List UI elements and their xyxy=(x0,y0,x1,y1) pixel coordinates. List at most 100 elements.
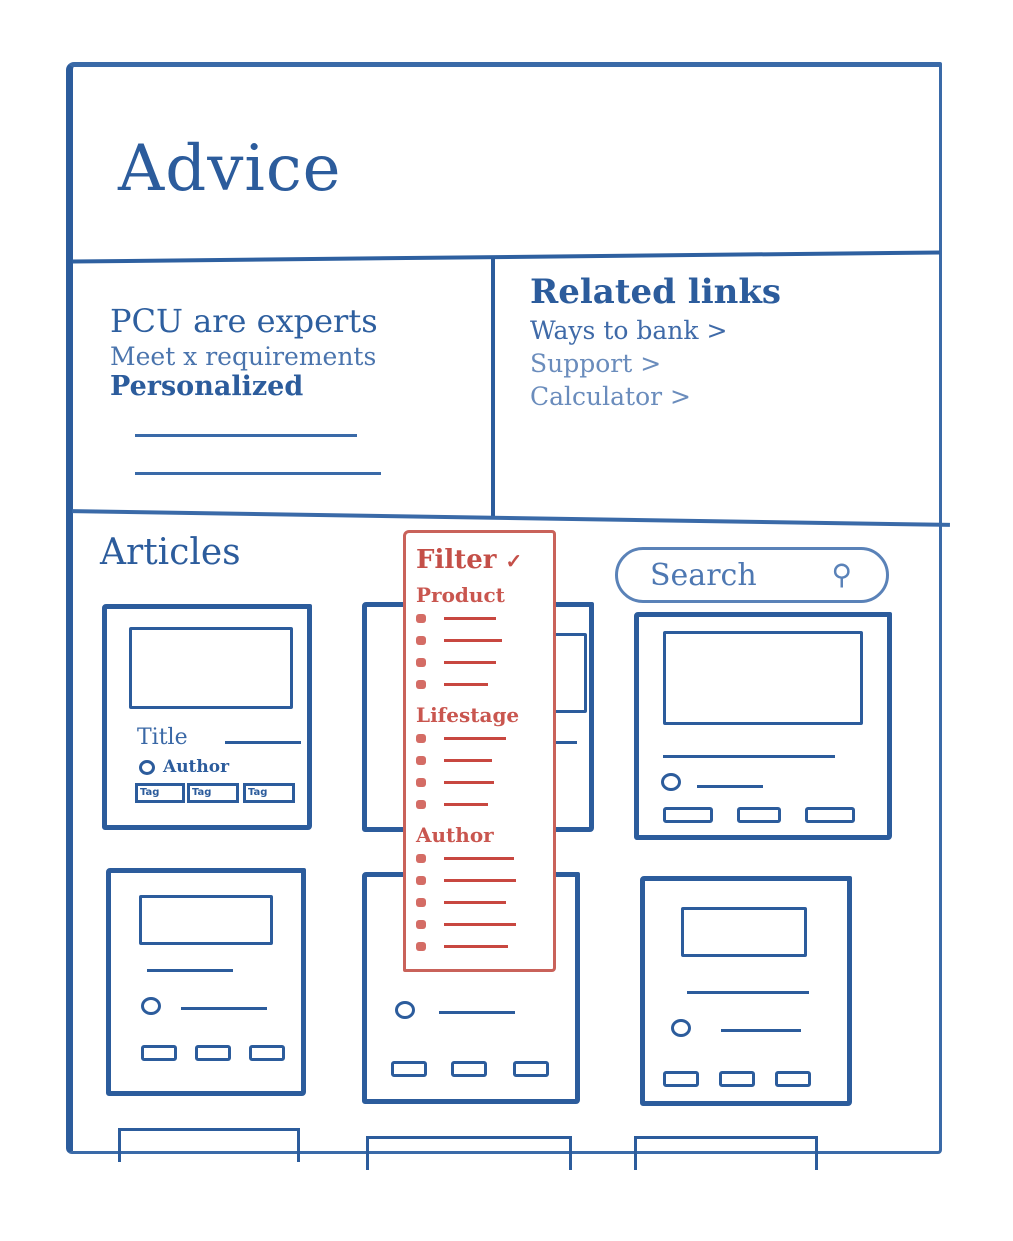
checkbox[interactable] xyxy=(416,755,426,765)
author-avatar xyxy=(139,760,155,775)
option-label-line xyxy=(444,758,492,762)
filter-option[interactable] xyxy=(416,891,543,913)
filter-option[interactable] xyxy=(416,727,543,749)
author-avatar xyxy=(661,773,681,791)
author-avatar xyxy=(141,997,161,1015)
tag-chip[interactable] xyxy=(775,1071,811,1087)
title-line xyxy=(687,991,809,994)
link-ways-to-bank[interactable]: Ways to bank > xyxy=(530,316,728,345)
author-line xyxy=(181,1007,267,1010)
checkbox[interactable] xyxy=(416,799,426,809)
article-card[interactable]: Title Author Tag Tag Tag xyxy=(102,604,312,830)
title-line xyxy=(147,969,233,972)
filter-option[interactable] xyxy=(416,749,543,771)
search-input[interactable]: Search ⚲ xyxy=(615,547,889,603)
intro-line-2: Personalized xyxy=(110,371,304,402)
tag-chip[interactable] xyxy=(195,1045,231,1061)
tag-chip[interactable] xyxy=(513,1061,549,1077)
article-title: Title xyxy=(137,725,188,750)
option-label-line xyxy=(444,922,516,926)
option-label-line xyxy=(444,944,508,948)
filter-option[interactable] xyxy=(416,771,543,793)
article-card[interactable] xyxy=(640,876,852,1106)
filter-option[interactable] xyxy=(416,935,543,957)
option-label-line xyxy=(444,802,488,806)
article-image-placeholder xyxy=(139,895,273,945)
tag-chip[interactable] xyxy=(391,1061,427,1077)
article-card-partial[interactable] xyxy=(118,1128,300,1162)
filter-option[interactable] xyxy=(416,793,543,815)
checkbox[interactable] xyxy=(416,613,426,623)
filter-heading[interactable]: Filter ✓ xyxy=(416,545,543,575)
checkbox[interactable] xyxy=(416,919,426,929)
title-line xyxy=(225,741,301,744)
checkbox[interactable] xyxy=(416,679,426,689)
checkbox[interactable] xyxy=(416,635,426,645)
intro-heading: PCU are experts xyxy=(110,302,378,340)
title-line xyxy=(663,755,835,758)
checkbox[interactable] xyxy=(416,875,426,885)
link-support[interactable]: Support > xyxy=(530,349,662,378)
filter-option[interactable] xyxy=(416,869,543,891)
placeholder-text-line xyxy=(135,434,357,437)
placeholder-text-line xyxy=(135,472,381,475)
option-label-line xyxy=(444,856,514,860)
link-calculator[interactable]: Calculator > xyxy=(530,382,691,411)
filter-section-product: Product xyxy=(416,583,505,607)
page-title: Advice xyxy=(118,132,342,206)
related-links-panel: Related links Ways to bank > Support > C… xyxy=(530,272,781,411)
checkbox[interactable] xyxy=(416,777,426,787)
filter-section-lifestage: Lifestage xyxy=(416,703,520,727)
tag-chip[interactable] xyxy=(737,807,781,823)
option-label-line xyxy=(444,736,506,740)
related-links-heading: Related links xyxy=(530,272,782,312)
filter-option[interactable] xyxy=(416,607,543,629)
page-frame xyxy=(66,62,942,1154)
filter-panel[interactable]: Filter ✓ Product Lifestage Author xyxy=(403,530,556,972)
title-line xyxy=(547,741,577,744)
article-image-placeholder xyxy=(129,627,293,709)
checkmark-icon: ✓ xyxy=(505,549,523,573)
intro-panel: PCU are experts Meet x requirements Pers… xyxy=(110,302,470,475)
option-label-line xyxy=(444,900,506,904)
tag-chip[interactable] xyxy=(805,807,855,823)
filter-option[interactable] xyxy=(416,847,543,869)
tag-chip[interactable] xyxy=(249,1045,285,1061)
filter-option[interactable] xyxy=(416,651,543,673)
author-avatar xyxy=(395,1001,415,1019)
article-card-partial[interactable] xyxy=(366,1136,572,1170)
article-tag[interactable]: Tag xyxy=(243,783,295,803)
option-label-line xyxy=(444,878,516,882)
search-icon[interactable]: ⚲ xyxy=(831,558,852,591)
author-line xyxy=(439,1011,515,1014)
tag-chip[interactable] xyxy=(663,807,713,823)
intro-line-1: Meet x requirements xyxy=(110,342,377,371)
author-line xyxy=(697,785,763,788)
article-card-partial[interactable] xyxy=(634,1136,818,1170)
article-image-placeholder xyxy=(681,907,807,957)
checkbox[interactable] xyxy=(416,941,426,951)
article-author: Author xyxy=(163,757,230,777)
option-label-line xyxy=(444,682,488,686)
checkbox[interactable] xyxy=(416,657,426,667)
checkbox[interactable] xyxy=(416,853,426,863)
article-tag[interactable]: Tag xyxy=(187,783,239,803)
option-label-line xyxy=(444,660,496,664)
tag-chip[interactable] xyxy=(451,1061,487,1077)
filter-section-author: Author xyxy=(416,823,494,847)
article-card[interactable] xyxy=(106,868,306,1096)
filter-option[interactable] xyxy=(416,629,543,651)
filter-option[interactable] xyxy=(416,673,543,695)
checkbox[interactable] xyxy=(416,897,426,907)
article-card[interactable] xyxy=(634,612,892,840)
option-label-line xyxy=(444,780,494,784)
article-tag[interactable]: Tag xyxy=(135,783,185,803)
tag-chip[interactable] xyxy=(719,1071,755,1087)
tag-chip[interactable] xyxy=(663,1071,699,1087)
article-image-placeholder xyxy=(663,631,863,725)
author-line xyxy=(721,1029,801,1032)
filter-option[interactable] xyxy=(416,913,543,935)
author-avatar xyxy=(671,1019,691,1037)
tag-chip[interactable] xyxy=(141,1045,177,1061)
checkbox[interactable] xyxy=(416,733,426,743)
